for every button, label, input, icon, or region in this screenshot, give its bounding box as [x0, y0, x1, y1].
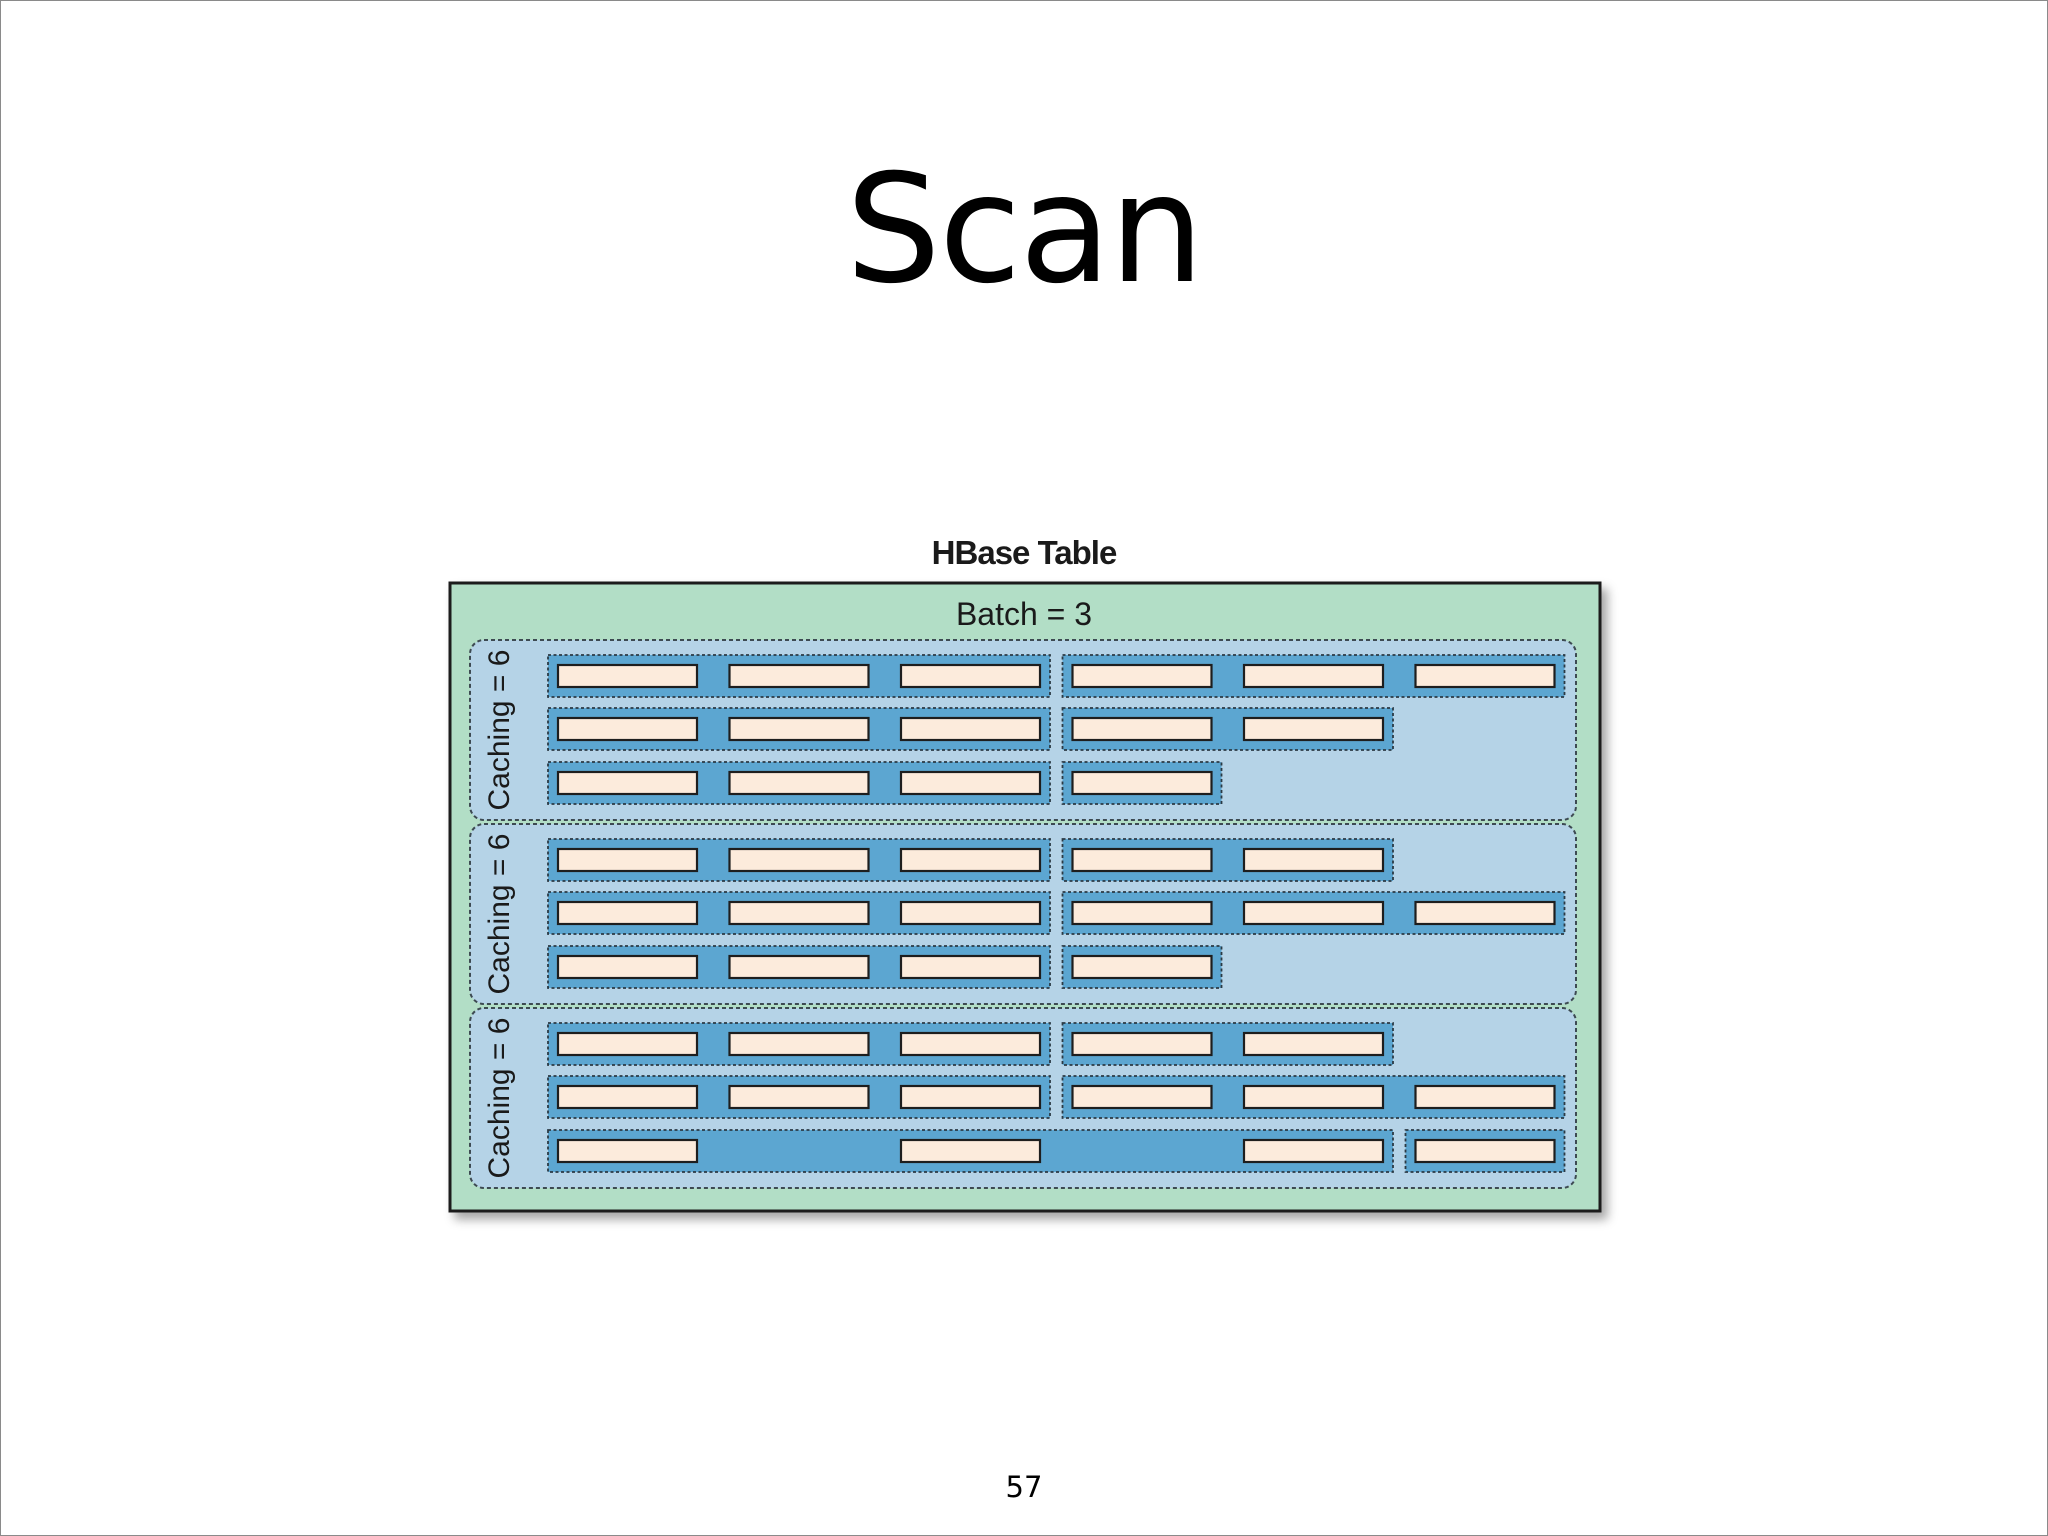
column-cell — [899, 847, 1042, 873]
column-cell — [728, 663, 870, 689]
column-cell — [899, 954, 1042, 980]
column-cell — [556, 663, 699, 689]
column-cell — [1071, 900, 1213, 926]
column-cell — [556, 716, 699, 742]
column-cell — [1414, 1084, 1556, 1110]
column-cell — [728, 770, 870, 796]
column-cell — [556, 1084, 699, 1110]
caching-label: Caching = 6 — [483, 650, 516, 811]
column-cell — [1242, 1084, 1385, 1110]
column-cell — [1242, 1031, 1385, 1057]
column-cell — [1242, 1138, 1385, 1164]
column-cell — [728, 1084, 870, 1110]
caching-group: Caching = 6 — [469, 1007, 1577, 1189]
column-cell — [556, 770, 699, 796]
column-cell — [899, 1031, 1042, 1057]
column-cell — [1242, 663, 1385, 689]
column-cell — [899, 716, 1042, 742]
column-cell — [1414, 1138, 1556, 1164]
hbase-table-label: HBase Table — [931, 534, 1118, 571]
column-cell — [1071, 663, 1213, 689]
caching-group: Caching = 6 — [469, 639, 1577, 821]
column-cell — [556, 1138, 699, 1164]
column-cell — [1242, 847, 1385, 873]
column-cell — [1414, 663, 1556, 689]
column-cell — [899, 900, 1042, 926]
column-cell — [1071, 1084, 1213, 1110]
column-cell — [556, 1031, 699, 1057]
column-cell — [728, 847, 870, 873]
column-cell — [1071, 847, 1213, 873]
column-cell — [728, 1031, 870, 1057]
caching-label: Caching = 6 — [483, 834, 516, 995]
column-cell — [1242, 716, 1385, 742]
column-cell — [1414, 900, 1556, 926]
column-cell — [1071, 716, 1213, 742]
column-cell — [728, 900, 870, 926]
batch-label: Batch = 3 — [956, 596, 1092, 632]
caching-groups: Caching = 6 Caching = 6 Caching = 6 — [469, 639, 1577, 1189]
column-cell — [1071, 1031, 1213, 1057]
column-cell — [556, 900, 699, 926]
column-cell — [1071, 770, 1213, 796]
column-cell — [728, 954, 870, 980]
column-cell — [728, 716, 870, 742]
column-cell — [556, 847, 699, 873]
page-number: 57 — [1005, 1470, 1043, 1504]
column-cell — [1071, 954, 1213, 980]
column-cell — [899, 1084, 1042, 1110]
caching-label: Caching = 6 — [483, 1018, 516, 1179]
caching-group: Caching = 6 — [469, 823, 1577, 1005]
slide-title: Scan — [845, 143, 1205, 317]
column-cell — [899, 663, 1042, 689]
column-cell — [1242, 900, 1385, 926]
column-cell — [899, 770, 1042, 796]
column-cell — [556, 954, 699, 980]
column-cell — [899, 1138, 1042, 1164]
